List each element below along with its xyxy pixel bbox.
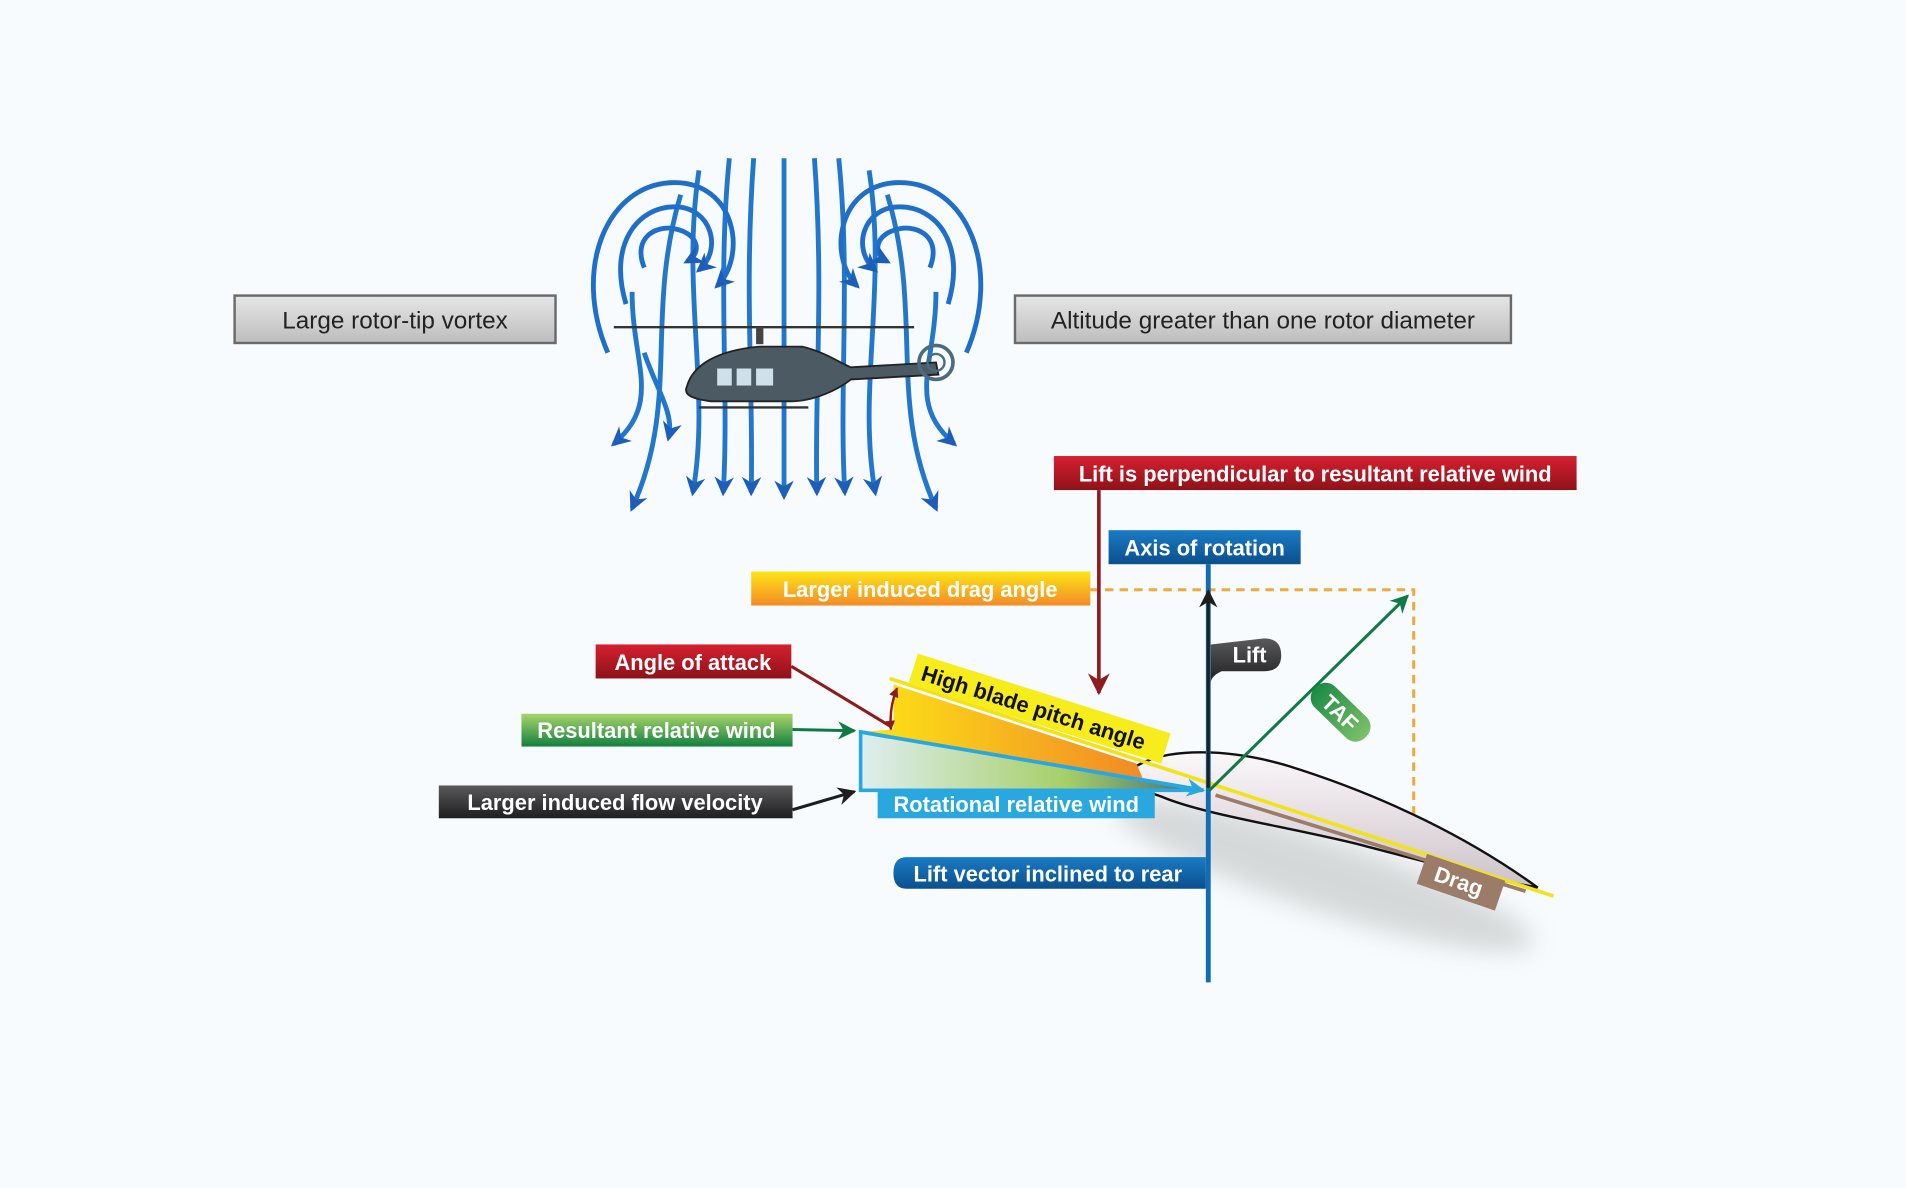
resultant-wind-vector bbox=[860, 730, 1206, 797]
induced-drag-dashed-line bbox=[1090, 588, 1416, 818]
lift-tag: Lift bbox=[1210, 638, 1282, 684]
axis-of-rotation-label: Axis of rotation bbox=[1108, 530, 1301, 565]
resultant-wind-pointer bbox=[792, 721, 857, 740]
svg-text:Larger induced drag angle: Larger induced drag angle bbox=[783, 577, 1058, 602]
lift-perpendicular-label: Lift is perpendicular to resultant relat… bbox=[1053, 456, 1577, 491]
angle-of-attack-arc bbox=[885, 687, 899, 731]
larger-induced-drag-angle-label: Larger induced drag angle bbox=[751, 571, 1091, 606]
svg-text:Resultant relative wind: Resultant relative wind bbox=[537, 718, 775, 743]
angle-of-attack-pointer bbox=[790, 665, 891, 728]
blade-pitch-wedge bbox=[860, 684, 1143, 779]
svg-text:Larger induced flow velocity: Larger induced flow velocity bbox=[467, 790, 763, 815]
total-aerodynamic-force-vector bbox=[1208, 594, 1409, 792]
resultant-relative-wind-label: Resultant relative wind bbox=[521, 713, 793, 747]
altitude-label: Altitude greater than one rotor diameter bbox=[1013, 294, 1513, 345]
svg-text:Lift: Lift bbox=[1233, 643, 1268, 668]
svg-text:Lift is perpendicular to resul: Lift is perpendicular to resultant relat… bbox=[1079, 462, 1552, 487]
svg-text:Axis of rotation: Axis of rotation bbox=[1124, 536, 1284, 561]
svg-text:Lift vector inclined to rear: Lift vector inclined to rear bbox=[913, 861, 1182, 886]
lift-vector-inclined-label: Lift vector inclined to rear bbox=[893, 857, 1206, 889]
rotor-tip-vortex-right bbox=[838, 180, 984, 354]
taf-tag: TAF bbox=[1310, 682, 1371, 742]
svg-text:Large rotor-tip vortex: Large rotor-tip vortex bbox=[282, 307, 508, 334]
rotor-tip-vortex-left bbox=[591, 180, 736, 354]
helicopter-illustration bbox=[613, 325, 955, 409]
svg-text:Altitude greater than one roto: Altitude greater than one rotor diameter bbox=[1051, 307, 1475, 334]
svg-text:Rotational relative wind: Rotational relative wind bbox=[893, 792, 1139, 817]
downwash-flow-lines bbox=[610, 157, 958, 512]
larger-induced-flow-velocity-label: Larger induced flow velocity bbox=[438, 785, 793, 819]
angle-of-attack-label: Angle of attack bbox=[595, 644, 792, 679]
rotational-relative-wind-label: Rotational relative wind bbox=[877, 790, 1155, 819]
airfoil-shadow bbox=[1116, 799, 1534, 952]
svg-text:Angle of attack: Angle of attack bbox=[614, 650, 772, 675]
large-rotor-tip-vortex-label: Large rotor-tip vortex bbox=[233, 294, 557, 345]
induced-flow-pointer bbox=[792, 787, 857, 812]
